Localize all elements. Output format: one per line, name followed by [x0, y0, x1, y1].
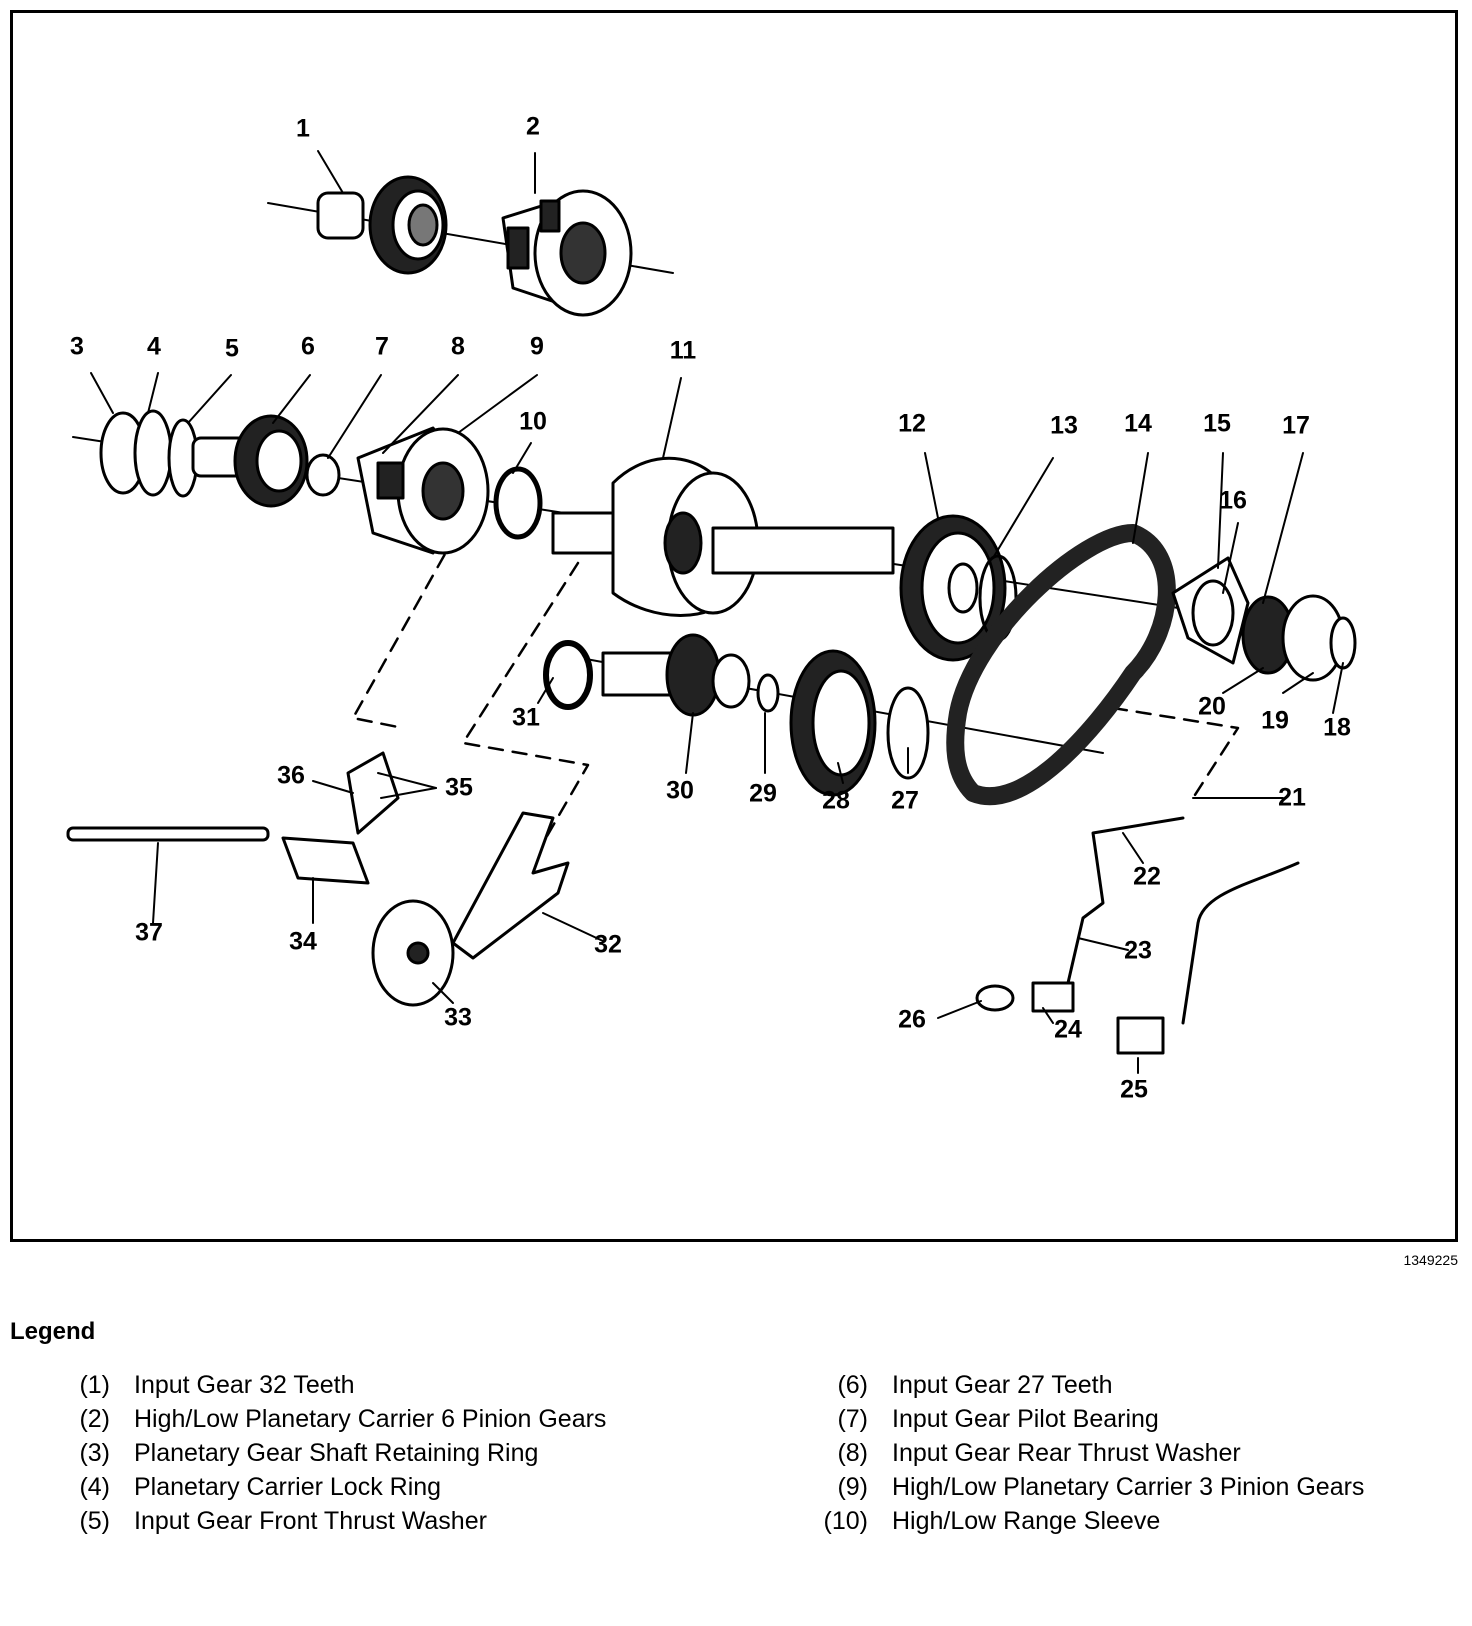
- legend-number: (3): [79, 1438, 110, 1467]
- legend-right-column: (6) Input Gear 27 Teeth (7) Input Gear Pil…: [808, 1368, 1365, 1538]
- callout-21: 21: [1278, 783, 1306, 812]
- callout-12: 12: [898, 409, 926, 438]
- legend-text: Planetary Gear Shaft Retaining Ring: [134, 1438, 539, 1467]
- callout-11: 11: [669, 336, 697, 365]
- parts-illustration: [66, 150, 1357, 1074]
- callout-35: 35: [445, 773, 473, 802]
- legend-number: (9): [837, 1472, 868, 1501]
- callout-29: 29: [749, 779, 777, 808]
- legend-text: Input Gear 32 Teeth: [134, 1370, 355, 1399]
- range-sleeve: [493, 466, 543, 540]
- legend-number: (10): [823, 1506, 868, 1535]
- planetary-carrier-6-pinion: [501, 189, 633, 317]
- figure-id: 1349225: [1403, 1252, 1458, 1268]
- input-gear-32-teeth: [316, 175, 448, 275]
- legend-item: (9) High/Low Planetary Carrier 3 Pinion G…: [808, 1470, 1364, 1504]
- callout-22: 22: [1133, 862, 1161, 891]
- callout-26: 26: [898, 1005, 926, 1034]
- legend-text: High/Low Planetary Carrier 3 Pinion Gear…: [892, 1472, 1365, 1501]
- callout-37: 37: [135, 918, 163, 947]
- callout-14: 14: [1124, 409, 1152, 438]
- callout-13: 13: [1050, 411, 1078, 440]
- dashed-leaders: [351, 511, 1240, 845]
- front-output-assembly: [543, 633, 930, 797]
- legend-text: Input Gear Pilot Bearing: [892, 1404, 1159, 1433]
- callout-16: 16: [1219, 486, 1247, 515]
- callout-28: 28: [822, 786, 850, 815]
- callout-36: 36: [277, 761, 305, 790]
- legend-text: Planetary Carrier Lock Ring: [134, 1472, 442, 1501]
- callout-24: 24: [1054, 1015, 1082, 1044]
- callout-8: 8: [451, 332, 465, 361]
- legend-item: (8) Input Gear Rear Thrust Washer: [808, 1436, 1364, 1470]
- rear-bearing-assembly: [1171, 556, 1357, 682]
- callout-23: 23: [1124, 936, 1152, 965]
- legend-number: (1): [79, 1370, 110, 1399]
- legend-left-column: (1) Input Gear 32 Teeth (2) High/Low Plane…: [60, 1368, 606, 1538]
- legend-item: (2) High/Low Planetary Carrier 6 Pinion G…: [60, 1402, 606, 1436]
- legend-item: (1) Input Gear 32 Teeth: [60, 1368, 606, 1402]
- callout-17: 17: [1282, 411, 1310, 440]
- callout-32: 32: [594, 930, 622, 959]
- legend-text: Input Gear 27 Teeth: [892, 1370, 1113, 1399]
- legend-item: (3) Planetary Gear Shaft Retaining Ring: [60, 1436, 606, 1470]
- planetary-carrier-3-pinion: [356, 426, 490, 555]
- legend-text: High/Low Range Sleeve: [892, 1506, 1161, 1535]
- vacuum-lines-and-brackets: [975, 816, 1300, 1055]
- callout-6: 6: [301, 332, 315, 361]
- exploded-view-diagram: 1 2 3 4 5 6 7 8 9 10 11 12 13 14 15 16 1…: [10, 10, 1458, 1242]
- callout-10: 10: [519, 407, 547, 436]
- callout-30: 30: [666, 776, 694, 805]
- input-gear-27-teeth: [191, 414, 309, 508]
- callout-1: 1: [296, 114, 310, 143]
- legend-number: (6): [837, 1370, 868, 1399]
- callout-15: 15: [1203, 409, 1231, 438]
- legend-text: High/Low Planetary Carrier 6 Pinion Gear…: [134, 1404, 607, 1433]
- drive-sprocket: [899, 514, 1007, 662]
- legend-item: (6) Input Gear 27 Teeth: [808, 1368, 1364, 1402]
- legend-text: Input Gear Rear Thrust Washer: [892, 1438, 1241, 1467]
- callout-34: 34: [289, 927, 317, 956]
- callout-25: 25: [1120, 1075, 1148, 1104]
- callout-3: 3: [70, 332, 84, 361]
- callout-2: 2: [526, 112, 540, 141]
- legend-number: (7): [837, 1404, 868, 1433]
- legend-number: (2): [79, 1404, 110, 1433]
- legend-number: (8): [837, 1438, 868, 1467]
- callout-18: 18: [1323, 713, 1351, 742]
- legend-item: (7) Input Gear Pilot Bearing: [808, 1402, 1364, 1436]
- callout-leaders: [90, 150, 1344, 1074]
- legend-item: (4) Planetary Carrier Lock Ring: [60, 1470, 606, 1504]
- callout-4: 4: [147, 332, 161, 361]
- legend-text: Input Gear Front Thrust Washer: [134, 1506, 487, 1535]
- shift-fork-assembly: [66, 751, 570, 1007]
- callout-27: 27: [891, 786, 919, 815]
- callout-20: 20: [1198, 692, 1226, 721]
- legend-title: Legend: [10, 1318, 96, 1345]
- pilot-bearing: [305, 453, 341, 497]
- callout-5: 5: [225, 334, 239, 363]
- callout-31: 31: [512, 703, 540, 732]
- legend-number: (4): [79, 1472, 110, 1501]
- callout-7: 7: [375, 332, 389, 361]
- callout-9: 9: [530, 332, 544, 361]
- legend-number: (5): [79, 1506, 110, 1535]
- legend-item: (5) Input Gear Front Thrust Washer: [60, 1504, 606, 1538]
- retaining-rings: [99, 409, 199, 498]
- legend-item: (10) High/Low Range Sleeve: [808, 1504, 1364, 1538]
- callout-19: 19: [1261, 706, 1289, 735]
- callout-33: 33: [444, 1003, 472, 1032]
- mainshaft-drum: [551, 456, 895, 617]
- drive-chain: [946, 524, 1176, 806]
